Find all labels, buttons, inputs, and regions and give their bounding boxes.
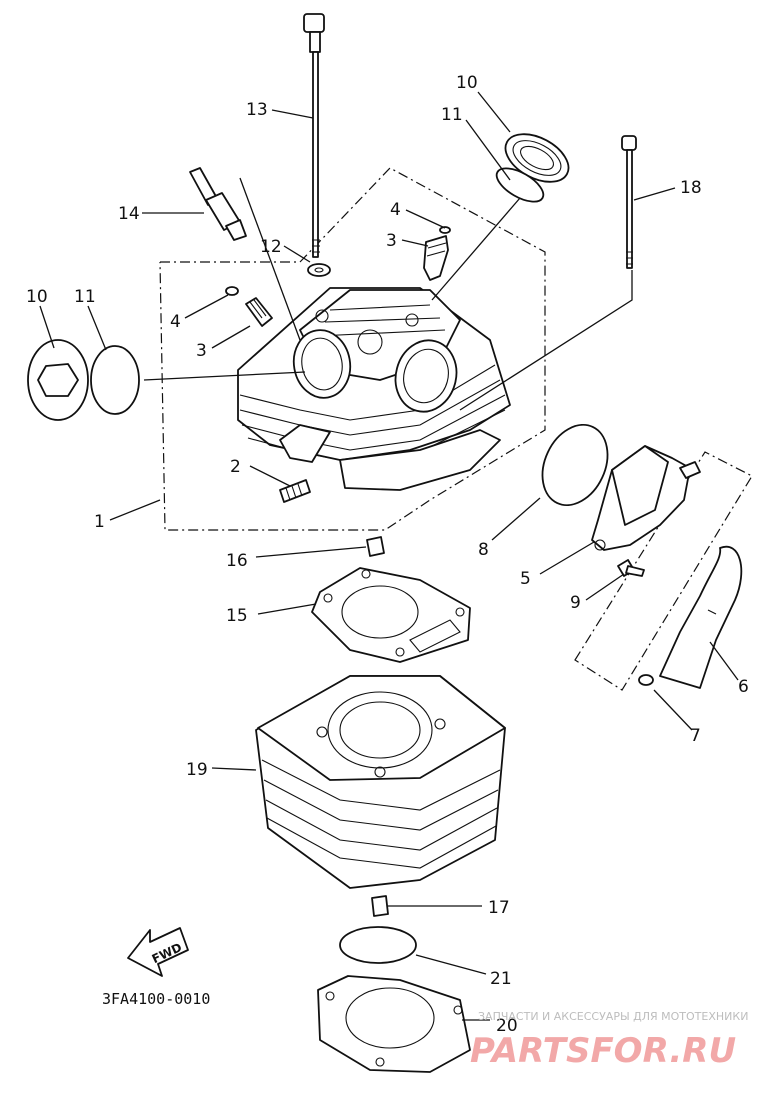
gasket-8 — [541, 423, 609, 507]
callout-17: 17 — [488, 898, 510, 918]
callout-3: 3 — [386, 231, 397, 251]
callout-2: 2 — [230, 457, 241, 477]
stud-bolt-2 — [279, 479, 311, 503]
drawing-code: 3FA4100-0010 — [102, 990, 210, 1008]
watermark-brand: PARTSFOR.RU — [470, 1031, 736, 1071]
callout-11: 11 — [441, 105, 463, 125]
callout-9: 9 — [570, 593, 581, 613]
o-ring-21 — [339, 926, 417, 964]
callout-4: 4 — [170, 312, 181, 332]
cylinder-19 — [255, 675, 506, 889]
dowel-pin-16 — [366, 536, 385, 557]
cylinder-base-gasket-20 — [317, 975, 471, 1073]
callout-21: 21 — [490, 969, 512, 989]
callout-10: 10 — [26, 287, 48, 307]
bolt-18 — [621, 135, 637, 269]
callout-8: 8 — [478, 540, 489, 560]
tappet-adjuster-3-upper — [423, 235, 449, 281]
watermark-tagline: ЗАПЧАСТИ И АКСЕССУАРЫ ДЛЯ МОТОТЕХНИКИ — [478, 1010, 748, 1023]
callout-12: 12 — [260, 237, 282, 257]
washer-4-left — [225, 286, 239, 296]
callout-3: 3 — [196, 341, 207, 361]
callout-19: 19 — [186, 760, 208, 780]
callout-5: 5 — [520, 569, 531, 589]
callout-numbers: 13 10 11 18 14 4 3 12 10 11 4 3 2 1 16 8… — [26, 73, 749, 1036]
washer-12 — [307, 263, 331, 277]
callout-16: 16 — [226, 551, 248, 571]
cylinder-head-gasket-15 — [311, 567, 471, 663]
o-ring-11-left — [90, 345, 140, 415]
callout-6: 6 — [738, 677, 749, 697]
forward-direction-arrow-icon: FWD — [127, 927, 189, 977]
callout-10: 10 — [456, 73, 478, 93]
washer-4-upper — [439, 226, 451, 234]
cylinder-head-1 — [237, 287, 511, 491]
leader-lines — [39, 91, 739, 1021]
bolt-9 — [617, 559, 645, 577]
stud-bolt-13 — [303, 13, 325, 258]
head-assembly-boundary — [159, 167, 546, 531]
callout-7: 7 — [690, 726, 701, 746]
spark-plug-14 — [189, 167, 247, 241]
callout-18: 18 — [680, 178, 702, 198]
callout-20: 20 — [496, 1016, 518, 1036]
callout-14: 14 — [118, 204, 140, 224]
callout-15: 15 — [226, 606, 248, 626]
callout-11: 11 — [74, 287, 96, 307]
callout-4: 4 — [390, 200, 401, 220]
clip-7 — [638, 674, 654, 686]
callout-1: 1 — [94, 512, 105, 532]
callout-13: 13 — [246, 100, 268, 120]
valve-cap-10-left — [27, 339, 89, 421]
dowel-pin-17 — [371, 895, 389, 917]
breather-hose-6 — [659, 545, 743, 689]
tappet-adjuster-3-left — [245, 297, 273, 327]
breather-cover-5 — [591, 445, 701, 551]
